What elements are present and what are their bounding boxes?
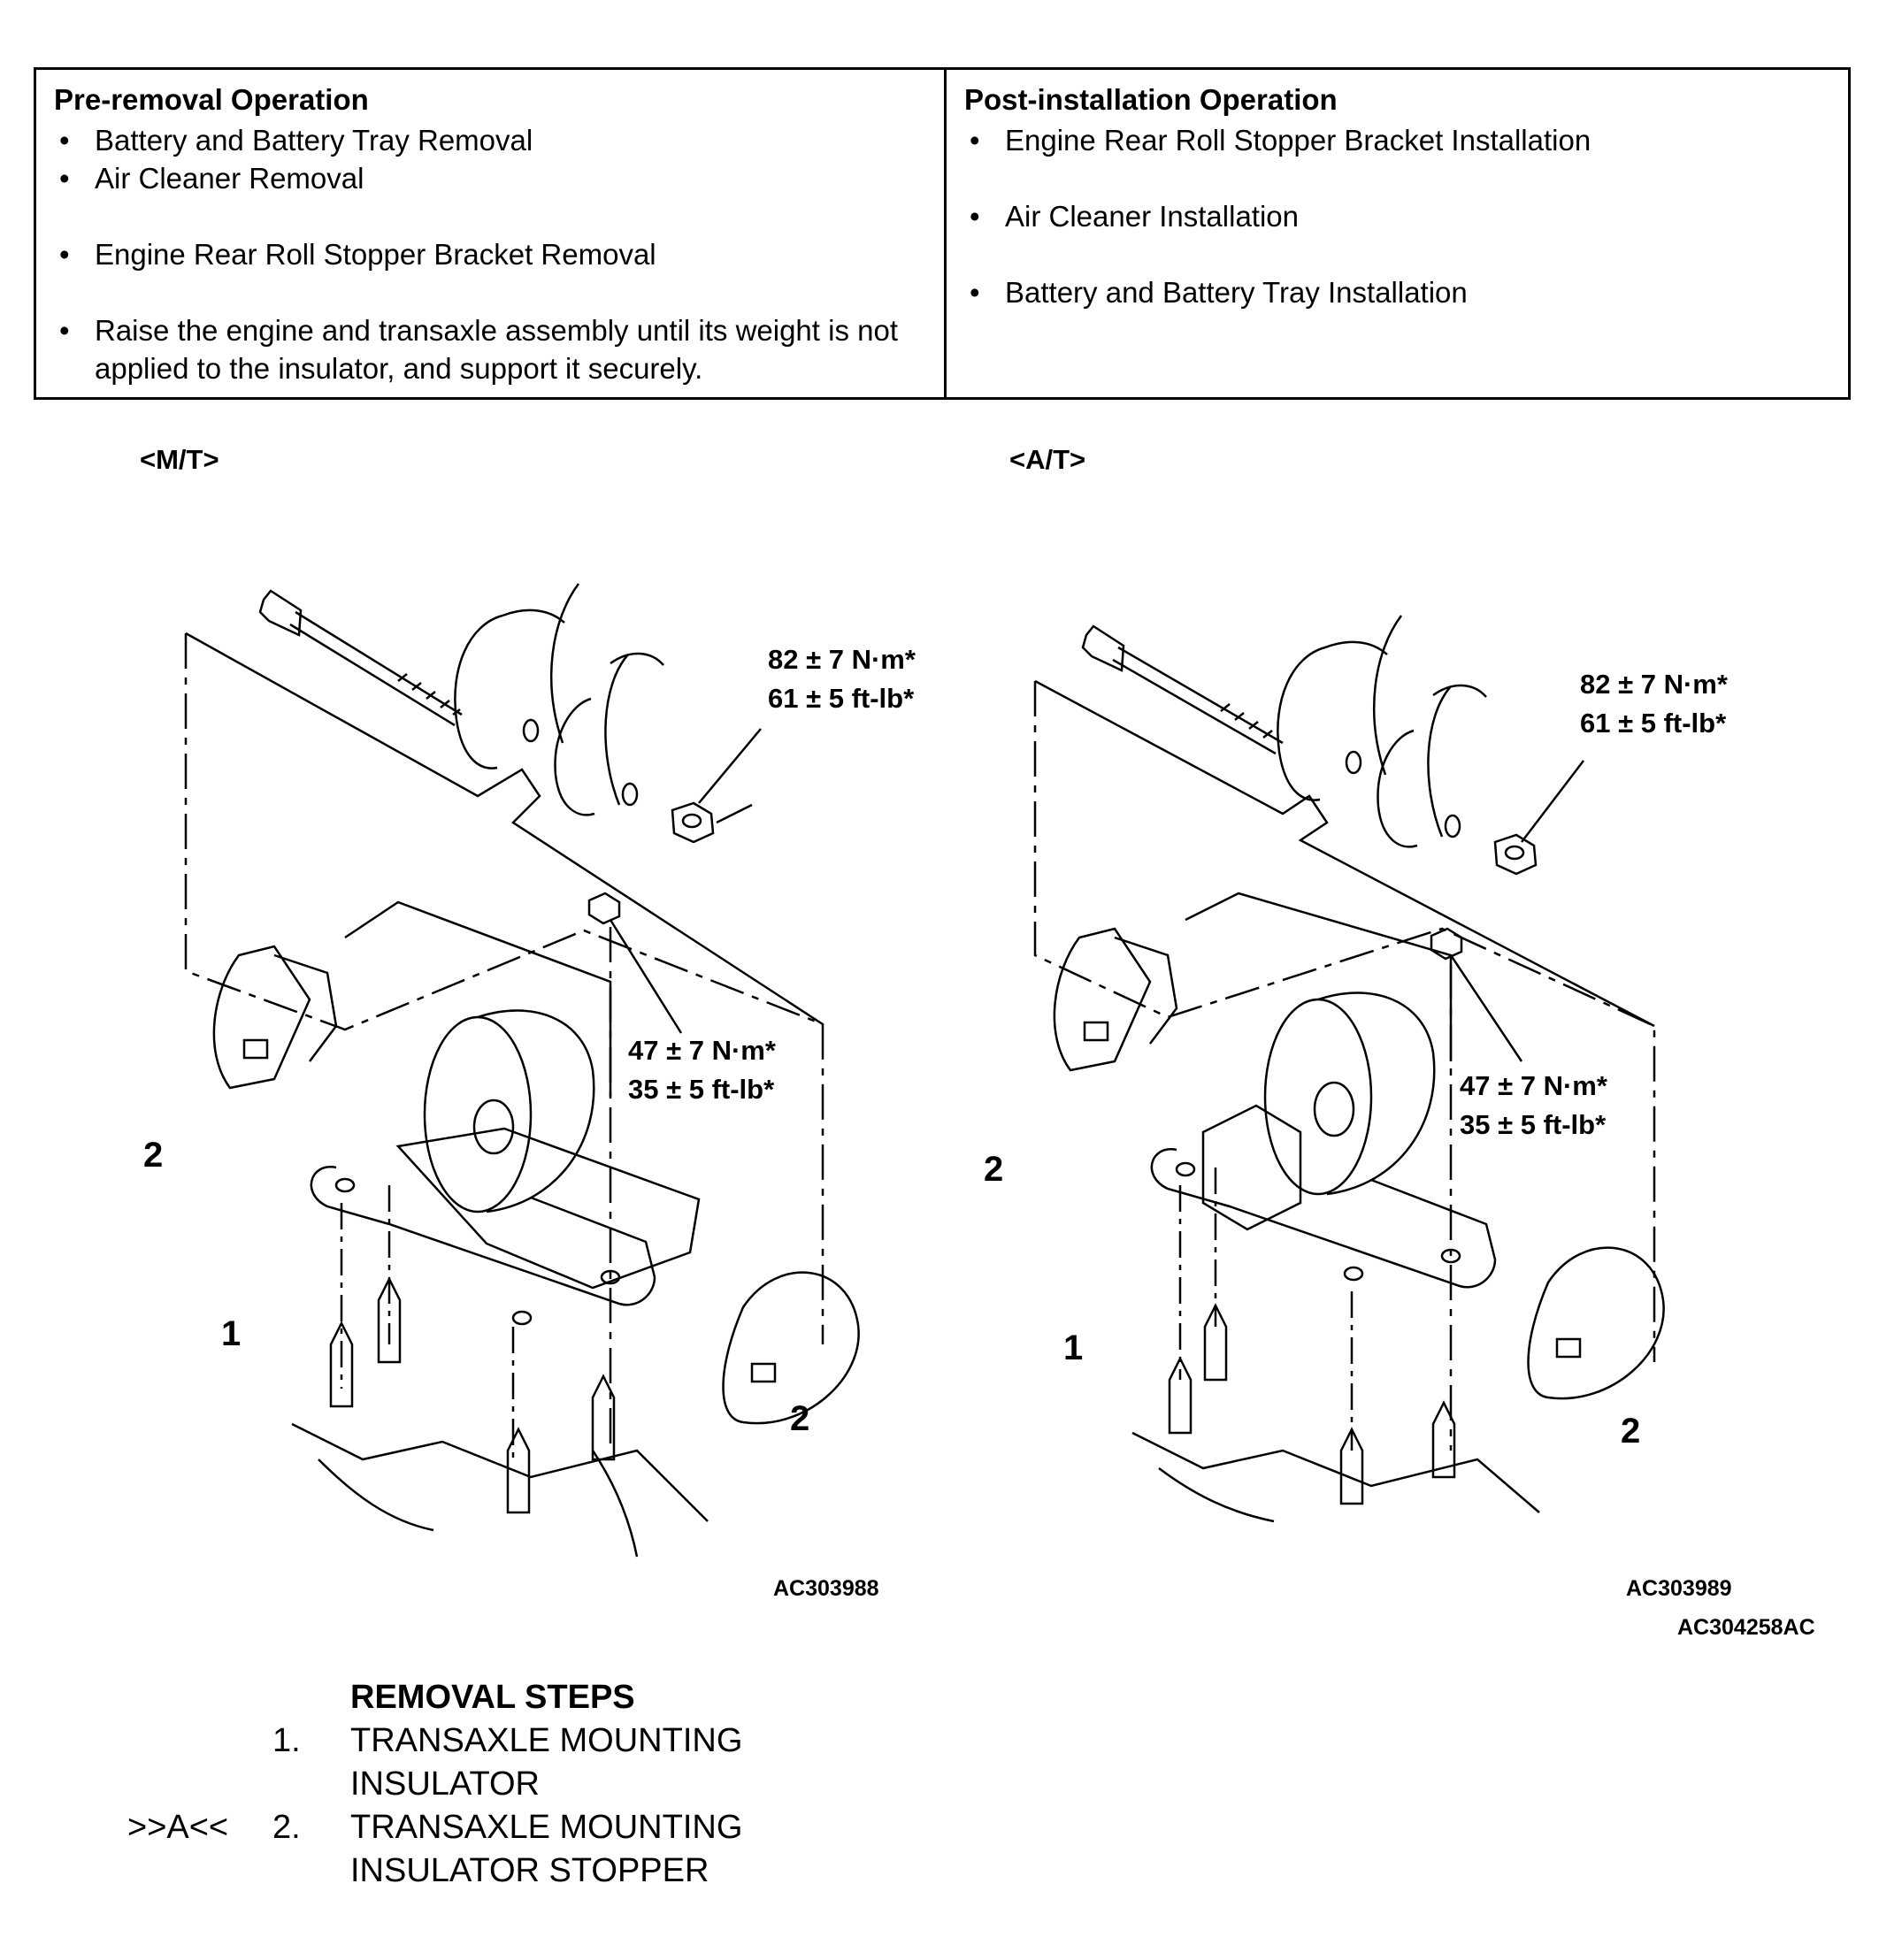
at-variant-label: <A/T> xyxy=(1009,444,1086,475)
mt-upper-torque-ftlb: 61 ± 5 ft-lb* xyxy=(768,683,915,714)
post-installation-column: Post-installation Operation Engine Rear … xyxy=(947,70,1848,397)
removal-steps-title: REMOVAL STEPS xyxy=(350,1679,635,1716)
at-upper-torque: 82 ± 7 N·m* 61 ± 5 ft-lb* xyxy=(1580,665,1728,743)
mt-upper-torque-nm: 82 ± 7 N·m* xyxy=(768,644,916,675)
mt-stopper-right xyxy=(722,1271,860,1425)
pre-removal-item: Air Cleaner Removal xyxy=(54,159,926,197)
at-callout-1: 1 xyxy=(1063,1328,1084,1367)
post-installation-item: Air Cleaner Installation xyxy=(964,197,1830,235)
at-studs xyxy=(1168,1168,1456,1505)
mt-callout-2-left: 2 xyxy=(143,1136,164,1175)
mt-mounting-insulator xyxy=(310,900,701,1326)
step-text-line: INSULATOR STOPPER xyxy=(350,1852,709,1889)
at-stopper-right xyxy=(1527,1246,1665,1400)
at-upper-nut xyxy=(1493,833,1538,876)
at-stopper-left xyxy=(1053,927,1178,1072)
removal-step: 1. TRANSAXLE MOUNTING INSULATOR xyxy=(272,1719,743,1806)
step-number: 2. xyxy=(272,1809,301,1846)
mt-figure-id: AC303988 xyxy=(773,1576,879,1601)
pre-removal-list: Battery and Battery Tray Removal Air Cle… xyxy=(54,121,926,387)
mt-upper-nut xyxy=(671,801,715,844)
at-lower-torque-nm: 47 ± 7 N·m* xyxy=(1460,1070,1607,1101)
mt-upper-torque: 82 ± 7 N·m* 61 ± 5 ft-lb* xyxy=(768,640,916,718)
pre-removal-column: Pre-removal Operation Battery and Batter… xyxy=(36,70,947,397)
at-callout-2-left: 2 xyxy=(984,1150,1004,1189)
mt-mount-diagram xyxy=(184,583,860,1558)
post-installation-item: Engine Rear Roll Stopper Bracket Install… xyxy=(964,121,1830,159)
overall-figure-id: AC304258AC xyxy=(1677,1615,1815,1640)
mt-through-bolt xyxy=(258,589,463,727)
mt-callout-2-right: 2 xyxy=(790,1399,810,1438)
at-mounting-insulator xyxy=(1150,892,1497,1289)
post-installation-list: Engine Rear Roll Stopper Bracket Install… xyxy=(964,121,1830,311)
step-number: 1. xyxy=(272,1722,301,1759)
at-mount-diagram xyxy=(1033,615,1665,1523)
at-upper-torque-ftlb: 61 ± 5 ft-lb* xyxy=(1580,708,1727,739)
operations-table: Pre-removal Operation Battery and Batter… xyxy=(34,67,1851,400)
mt-callout-1: 1 xyxy=(221,1314,242,1353)
mt-lower-torque: 47 ± 7 N·m* 35 ± 5 ft-lb* xyxy=(628,1031,776,1109)
mt-studs xyxy=(329,1185,616,1514)
pre-removal-title: Pre-removal Operation xyxy=(54,83,369,116)
at-upper-torque-nm: 82 ± 7 N·m* xyxy=(1580,669,1728,700)
mt-stopper-left xyxy=(212,945,338,1090)
removal-step: >>A<< 2. TRANSAXLE MOUNTING INSULATOR ST… xyxy=(127,1806,743,1893)
post-installation-title: Post-installation Operation xyxy=(964,83,1338,116)
pre-removal-item: Engine Rear Roll Stopper Bracket Removal xyxy=(54,235,926,273)
mt-lower-torque-ftlb: 35 ± 5 ft-lb* xyxy=(628,1074,775,1105)
post-installation-item: Battery and Battery Tray Installation xyxy=(964,273,1830,311)
step-text-line: TRANSAXLE MOUNTING xyxy=(350,1809,743,1846)
mt-lower-torque-nm: 47 ± 7 N·m* xyxy=(628,1035,776,1066)
at-lower-torque-ftlb: 35 ± 5 ft-lb* xyxy=(1460,1109,1607,1140)
at-lower-torque: 47 ± 7 N·m* 35 ± 5 ft-lb* xyxy=(1460,1067,1607,1145)
mt-variant-label: <M/T> xyxy=(140,444,219,475)
at-callout-2-right: 2 xyxy=(1621,1412,1641,1451)
step-reference: >>A<< xyxy=(127,1809,229,1846)
pre-removal-item: Raise the engine and transaxle assembly … xyxy=(54,311,926,387)
at-figure-id: AC303989 xyxy=(1626,1576,1732,1601)
at-through-bolt xyxy=(1081,624,1284,755)
step-text-line: INSULATOR xyxy=(350,1765,540,1803)
pre-removal-item: Battery and Battery Tray Removal xyxy=(54,121,926,159)
step-text-line: TRANSAXLE MOUNTING xyxy=(350,1722,743,1759)
